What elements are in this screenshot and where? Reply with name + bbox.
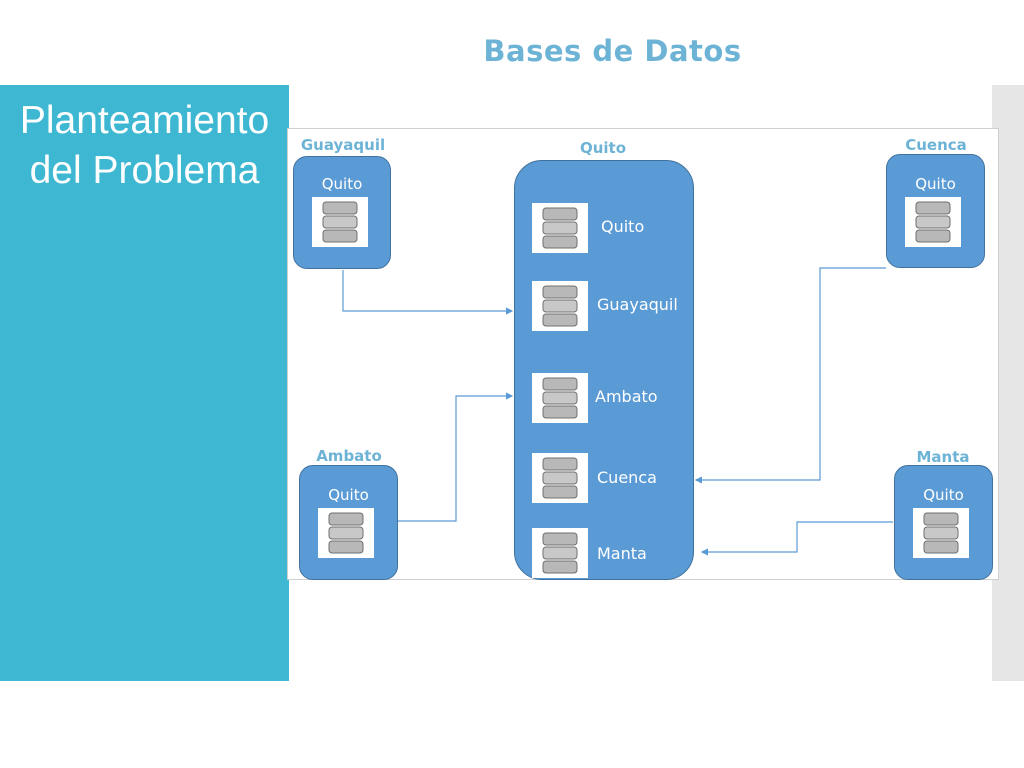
database-card xyxy=(532,453,588,503)
central-db-label-quito: Quito xyxy=(601,217,645,236)
database-card xyxy=(532,373,588,423)
database-card xyxy=(532,203,588,253)
database-icon xyxy=(923,512,959,554)
branch-city-label-manta: Manta xyxy=(916,448,970,466)
database-icon xyxy=(542,532,578,574)
connector-manta xyxy=(700,521,893,556)
branch-db-label: Quito xyxy=(915,175,956,193)
central-db-label-manta: Manta xyxy=(597,544,647,563)
branch-db-label: Quito xyxy=(328,486,369,504)
central-db-label-cuenca: Cuenca xyxy=(597,468,657,487)
central-db-label-guayaquil: Guayaquil xyxy=(597,295,678,314)
branch-server-ambato: Quito xyxy=(299,465,398,580)
central-server-quito: Quito Guayaquil Ambato Cuenca Manta xyxy=(514,160,694,580)
branch-city-label-ambato: Ambato xyxy=(316,447,382,465)
database-icon xyxy=(328,512,364,554)
database-card xyxy=(532,528,588,578)
database-icon xyxy=(322,201,358,243)
database-card xyxy=(312,197,368,247)
connector-ambato xyxy=(398,392,514,522)
database-icon xyxy=(542,207,578,249)
branch-city-label-cuenca: Cuenca xyxy=(905,136,967,154)
branch-server-cuenca: Quito xyxy=(886,154,985,268)
branch-server-guayaquil: Quito xyxy=(293,156,391,269)
database-card xyxy=(532,281,588,331)
slide-title: Bases de Datos xyxy=(483,34,742,68)
database-card xyxy=(905,197,961,247)
side-title-line-2: del Problema xyxy=(29,149,260,192)
connector-guayaquil xyxy=(342,270,514,315)
database-icon xyxy=(542,377,578,419)
database-card xyxy=(913,508,969,558)
side-panel xyxy=(0,85,289,681)
branch-server-manta: Quito xyxy=(894,465,993,580)
side-title: Planteamiento del Problema xyxy=(0,96,289,196)
database-card xyxy=(318,508,374,558)
database-icon xyxy=(542,457,578,499)
database-icon xyxy=(542,285,578,327)
central-db-label-ambato: Ambato xyxy=(595,387,658,406)
side-title-line-1: Planteamiento xyxy=(19,99,270,142)
connector-cuenca xyxy=(694,267,886,484)
database-icon xyxy=(915,201,951,243)
branch-db-label: Quito xyxy=(923,486,964,504)
central-city-label: Quito xyxy=(579,139,627,157)
branch-city-label-guayaquil: Guayaquil xyxy=(300,136,386,154)
branch-db-label: Quito xyxy=(321,175,363,193)
